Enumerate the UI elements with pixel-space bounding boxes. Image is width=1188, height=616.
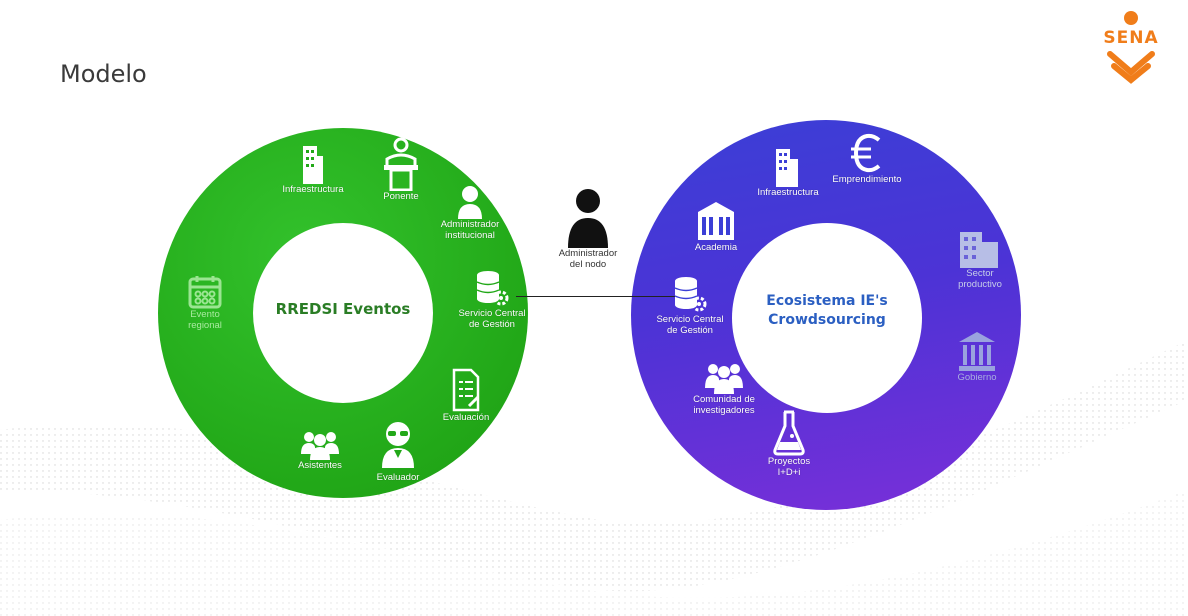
node-evaluador: Evaluador	[358, 420, 438, 483]
node-infraestructura-green: Infraestructura	[268, 140, 358, 195]
node-servicio-central-blue: Servicio Central de Gestión	[640, 274, 740, 336]
node-administrador-del-nodo: Administrador del nodo	[548, 188, 628, 270]
node-label-line-1: Administrador	[558, 248, 618, 259]
node-administrador-institucional: Administrador institucional	[420, 185, 520, 241]
node-label-line-1: Proyectos	[767, 456, 811, 467]
node-label-line-2: productivo	[958, 279, 1002, 290]
node-servicio-central-green: Servicio Central de Gestión	[442, 268, 542, 330]
connector-line	[516, 296, 678, 297]
building-icon	[776, 149, 798, 187]
node-label-line-1: Evento	[190, 309, 220, 320]
node-label-line-1: Sector	[966, 268, 994, 279]
node-label: Asistentes	[298, 460, 342, 471]
university-icon	[698, 202, 734, 240]
node-label-line-2: de Gestión	[667, 325, 713, 336]
node-label: Infraestructura	[282, 184, 344, 195]
calendar-icon	[188, 276, 222, 309]
node-label: Ponente	[383, 191, 419, 202]
node-evento-regional: Evento regional	[165, 275, 245, 331]
user-icon	[568, 189, 608, 248]
node-label-line-2: del nodo	[569, 259, 607, 270]
node-label: Academia	[694, 242, 738, 253]
building-icon	[303, 146, 323, 184]
rredsi-ring-center	[253, 223, 433, 403]
podium-speaker-icon	[384, 137, 418, 191]
slide-title: Modelo	[60, 60, 147, 88]
node-label: Infraestructura	[757, 187, 819, 198]
node-emprendimiento: Emprendimiento	[812, 132, 922, 185]
evaluator-person-icon	[382, 422, 414, 468]
node-label-line-2: regional	[188, 320, 222, 331]
checklist-document-icon	[452, 368, 480, 412]
node-evaluacion: Evaluación	[426, 368, 506, 423]
node-label: Gobierno	[957, 372, 997, 383]
node-proyectos: Proyectos I+D+i	[744, 410, 834, 478]
node-label-line-2: investigadores	[693, 405, 755, 416]
node-label-line-1: Servicio Central	[458, 308, 526, 319]
node-sector-productivo: Sector productivo	[940, 228, 1020, 290]
node-label: Emprendimiento	[832, 174, 902, 185]
node-label-line-1: Comunidad de	[693, 394, 755, 405]
sena-logo-text: SENA	[1103, 28, 1159, 48]
node-label-line-1: Administrador	[440, 219, 500, 230]
database-gear-icon	[674, 277, 707, 312]
sena-figure-icon	[1107, 11, 1155, 84]
flask-icon	[773, 410, 805, 456]
database-gear-icon	[476, 271, 509, 306]
group-icon	[301, 432, 339, 460]
user-icon	[458, 186, 482, 219]
ecosystem-center-label: Ecosistema IE's Crowdsourcing	[732, 292, 922, 330]
node-gobierno: Gobierno	[942, 330, 1012, 383]
node-infraestructura-blue: Infraestructura	[738, 145, 838, 198]
node-asistentes: Asistentes	[280, 428, 360, 471]
node-label-line-2: institucional	[445, 230, 495, 241]
node-label-line-2: de Gestión	[469, 319, 515, 330]
node-label-line-1: Servicio Central	[656, 314, 724, 325]
government-building-icon	[959, 332, 995, 371]
group-icon	[705, 364, 743, 394]
dotted-wave-background	[0, 340, 1188, 616]
node-comunidad-investigadores: Comunidad de investigadores	[674, 360, 774, 416]
office-buildings-icon	[960, 232, 998, 268]
node-academia: Academia	[676, 200, 756, 253]
node-label: Evaluación	[442, 412, 490, 423]
sena-logo: SENA	[1100, 8, 1162, 86]
node-label-line-2: I+D+i	[777, 467, 801, 478]
ecosystem-ring-center	[732, 223, 922, 413]
node-label: Evaluador	[376, 472, 420, 483]
node-ponente: Ponente	[366, 137, 436, 202]
euro-icon	[851, 133, 881, 173]
ecosystem-center-line-1: Ecosistema IE's	[766, 293, 888, 309]
rredsi-center-label: RREDSI Eventos	[275, 300, 411, 318]
ecosystem-center-line-2: Crowdsourcing	[768, 312, 886, 328]
